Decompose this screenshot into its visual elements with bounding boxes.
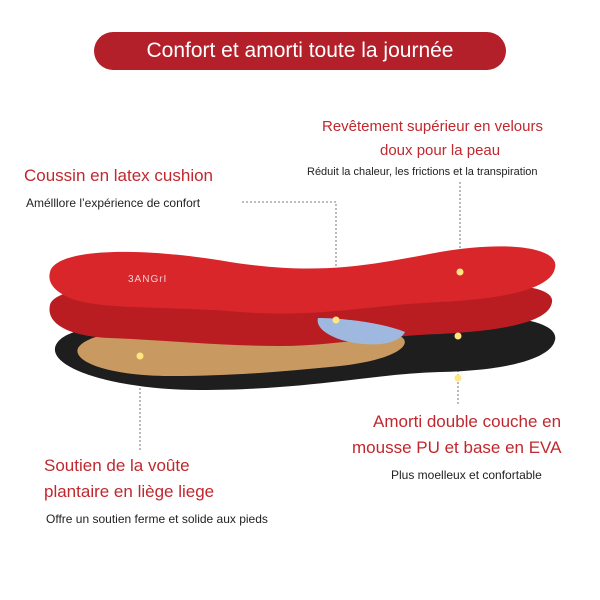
- cork-title-line1: Soutien de la voûte: [44, 456, 190, 475]
- latex-cushion-pad: [317, 318, 405, 345]
- dot-cork: [136, 352, 144, 360]
- top-layer-desc: Réduit la chaleur, les frictions et la t…: [307, 166, 538, 178]
- top-layer-title-line1: Revêtement supérieur en velours: [322, 118, 543, 135]
- foam-desc: Plus moelleux et confortable: [391, 468, 542, 482]
- brand-logo: 3ANGrI: [128, 274, 167, 285]
- latex-desc: Amélllore l’expérience de confort: [26, 196, 201, 210]
- leader-latex: [242, 201, 337, 318]
- callout-dots: [136, 268, 464, 382]
- dot-foam-upper: [454, 332, 462, 340]
- top-layer-title-line2: doux pour la peau: [380, 142, 501, 159]
- dot-latex: [332, 316, 340, 324]
- latex-title: Coussin en latex cushion: [24, 166, 214, 185]
- velour-top-layer: [49, 246, 556, 314]
- foam-title-line2: mousse PU et base en EVA: [352, 438, 562, 457]
- cork-desc: Offre un soutien ferme et solide aux pie…: [46, 512, 268, 526]
- cork-title-line2: plantaire en liège liege: [44, 482, 215, 501]
- dot-foam-lower: [454, 374, 462, 382]
- title-banner: Confort et amorti toute la journée: [94, 32, 506, 70]
- foam-title-line1: Amorti double couche en: [373, 412, 562, 431]
- dot-top-layer: [456, 268, 464, 276]
